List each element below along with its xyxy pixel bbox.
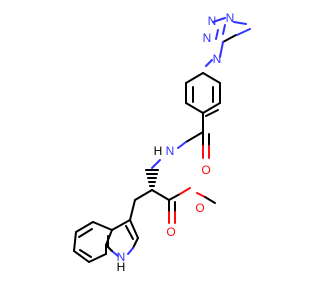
tetrazole-n-label: N [203,31,212,45]
bond [215,29,219,40]
atom-labels: N N N N N H O O O N H [117,11,235,274]
bond [125,225,134,240]
indole-ring [73,219,139,263]
amide-n-label: N [166,144,175,158]
ester-group [151,187,216,224]
amide-o-label: O [201,163,210,177]
bond [88,253,107,263]
molecule-canvas: N N N N N H O O O N H [73,11,251,274]
bond [185,102,204,114]
indole-h-label: H [117,260,126,274]
amide-group [151,131,210,169]
bond [79,249,92,258]
tetrazole-n-label: N [213,52,222,66]
bond [78,228,93,238]
bond [212,17,226,23]
bond [111,219,131,231]
bond [185,131,204,143]
ester-carbonyl-o-label: O [166,225,175,239]
bond [222,24,226,35]
tetrazole-ring [205,17,251,67]
bond [236,28,251,36]
indole-n-label: N [117,250,126,264]
bond [151,189,170,201]
bond [168,193,181,201]
bond [196,192,206,198]
bond [204,196,216,204]
bond [202,72,221,84]
bond [92,221,113,231]
bond [205,59,213,67]
amide-h-label: H [154,144,163,158]
stereo-hash-wedge [145,169,159,187]
bond [205,109,219,117]
bond [233,21,247,25]
tetrazole-n-label: N [208,14,217,28]
bond [219,41,224,58]
bond [151,159,161,169]
methylene-linker [129,189,153,221]
bond [202,102,221,114]
bond [127,247,134,255]
bond [129,219,139,239]
bond [177,141,187,149]
bond [129,199,136,221]
structure-diagram: N N N N N H O O O N H [73,11,251,274]
bond [73,250,90,263]
benzene-ring [185,72,221,133]
bond [179,187,191,195]
tetrazole-n-label: N [226,11,235,25]
bond [111,250,119,257]
bond [185,72,204,84]
ester-methoxy-o-label: O [195,201,204,215]
bond [222,34,237,43]
bond [132,237,139,249]
bond [73,231,77,252]
bond [134,189,153,201]
bond [75,221,94,233]
